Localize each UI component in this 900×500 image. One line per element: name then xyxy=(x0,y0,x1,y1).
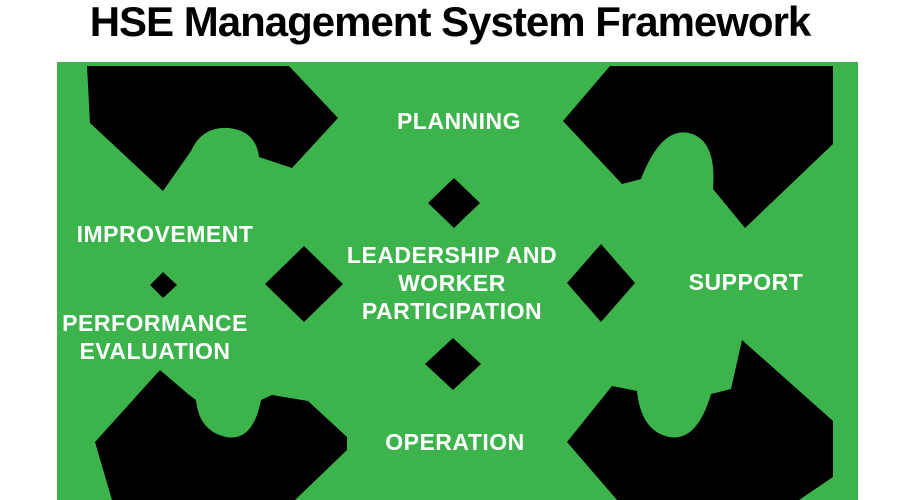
label-leadership-worker-participation: LEADERSHIP AND WORKER PARTICIPATION xyxy=(347,241,557,325)
cycle-arrow-top-left xyxy=(87,66,338,191)
label-leadership-line2: WORKER xyxy=(398,270,506,296)
label-leadership-line1: LEADERSHIP AND xyxy=(346,242,558,268)
diamond-west xyxy=(150,272,177,298)
diamond-inner-bottom xyxy=(425,338,481,390)
page-title: HSE Management System Framework xyxy=(89,0,812,45)
label-performance-evaluation-line1: PERFORMANCE xyxy=(62,310,248,336)
cycle-arrow-bottom-right xyxy=(567,340,833,500)
label-support: SUPPORT xyxy=(688,269,804,295)
label-performance-evaluation-line2: EVALUATION xyxy=(79,338,231,364)
diamond-inner-left xyxy=(265,246,343,322)
label-planning: PLANNING xyxy=(396,108,522,134)
cycle-arrow-bottom-left xyxy=(95,370,347,500)
label-leadership-line3: PARTICIPATION xyxy=(361,298,543,324)
label-performance-evaluation: PERFORMANCE EVALUATION xyxy=(62,309,248,365)
cycle-arrow-top-right xyxy=(563,66,833,228)
label-operation: OPERATION xyxy=(385,429,525,455)
diamond-inner-right xyxy=(567,244,635,322)
diamond-inner-top xyxy=(428,178,480,228)
label-improvement: IMPROVEMENT xyxy=(76,221,254,247)
